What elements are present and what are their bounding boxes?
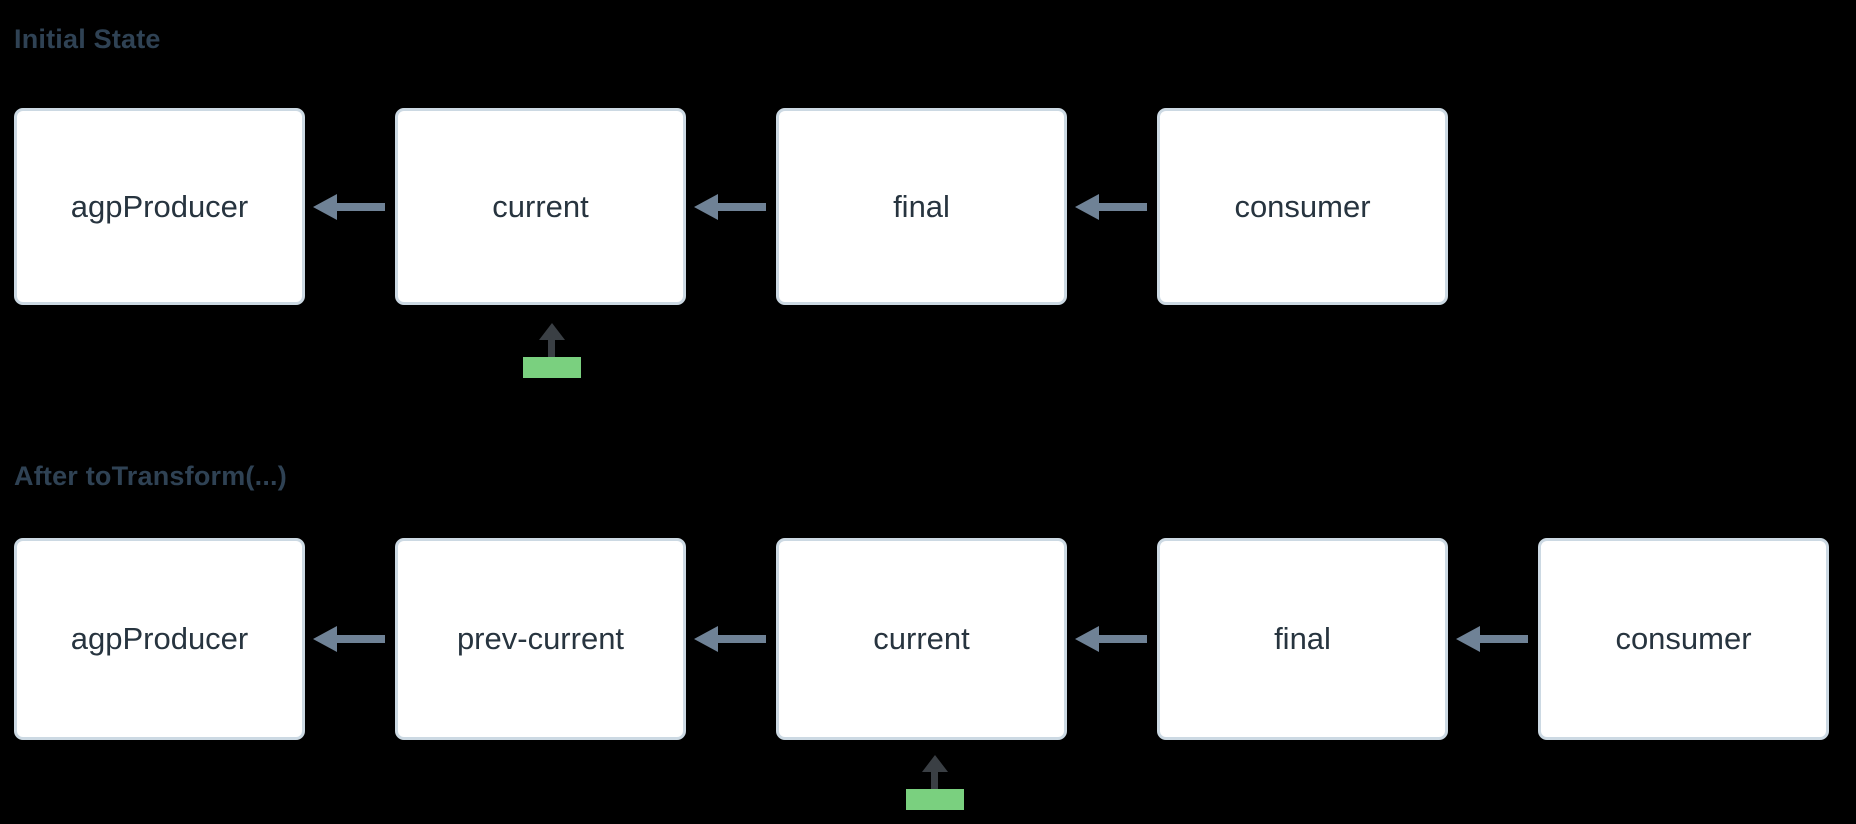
up-arrow-icon xyxy=(906,755,964,789)
arrow-left-icon xyxy=(686,619,776,659)
arrow-left-icon xyxy=(1448,619,1538,659)
arrow-left-icon xyxy=(305,187,395,227)
node-label: current xyxy=(873,621,970,656)
node-current-initial[interactable]: current xyxy=(395,108,686,305)
node-final-initial[interactable]: final xyxy=(776,108,1067,305)
arrow-shaft xyxy=(333,202,385,211)
node-agpproducer-initial[interactable]: agpProducer xyxy=(14,108,305,305)
node-consumer-initial[interactable]: consumer xyxy=(1157,108,1448,305)
arrow-left-icon xyxy=(686,187,776,227)
marker-current-initial xyxy=(523,323,581,378)
up-arrow-head xyxy=(539,323,565,340)
arrow-left-icon xyxy=(1067,619,1157,659)
node-consumer-after[interactable]: consumer xyxy=(1538,538,1829,740)
node-label: consumer xyxy=(1234,188,1371,224)
arrow-shaft xyxy=(333,635,385,643)
marker-bar xyxy=(523,357,581,378)
arrow-shaft xyxy=(1476,635,1528,643)
node-prev-current-after[interactable]: prev-current xyxy=(395,538,686,740)
up-arrow-head xyxy=(922,755,948,772)
arrow-shaft xyxy=(714,202,766,211)
up-arrow-shaft xyxy=(931,767,938,789)
node-label: agpProducer xyxy=(70,188,249,224)
section-title-initial-state: Initial State xyxy=(14,24,161,54)
node-label: consumer xyxy=(1615,621,1752,656)
section-title-after-totransform: After toTransform(...) xyxy=(14,461,287,491)
up-arrow-icon xyxy=(523,323,581,357)
node-label: prev-current xyxy=(456,621,625,656)
marker-bar xyxy=(906,789,964,810)
node-label: final xyxy=(893,188,950,224)
node-final-after[interactable]: final xyxy=(1157,538,1448,740)
node-label: current xyxy=(492,188,589,224)
marker-current-after xyxy=(906,755,964,810)
node-agpproducer-after[interactable]: agpProducer xyxy=(14,538,305,740)
node-current-after[interactable]: current xyxy=(776,538,1067,740)
node-label: final xyxy=(1274,621,1331,656)
arrow-shaft xyxy=(1095,635,1147,643)
node-row-after-totransform: agpProducer prev-current current final xyxy=(14,538,1829,740)
node-row-initial-state: agpProducer current final consumer xyxy=(14,108,1448,305)
up-arrow-shaft xyxy=(548,335,555,357)
arrow-shaft xyxy=(1095,202,1147,211)
node-label: agpProducer xyxy=(70,621,249,656)
arrow-shaft xyxy=(714,635,766,643)
arrow-left-icon xyxy=(1067,187,1157,227)
arrow-left-icon xyxy=(305,619,395,659)
